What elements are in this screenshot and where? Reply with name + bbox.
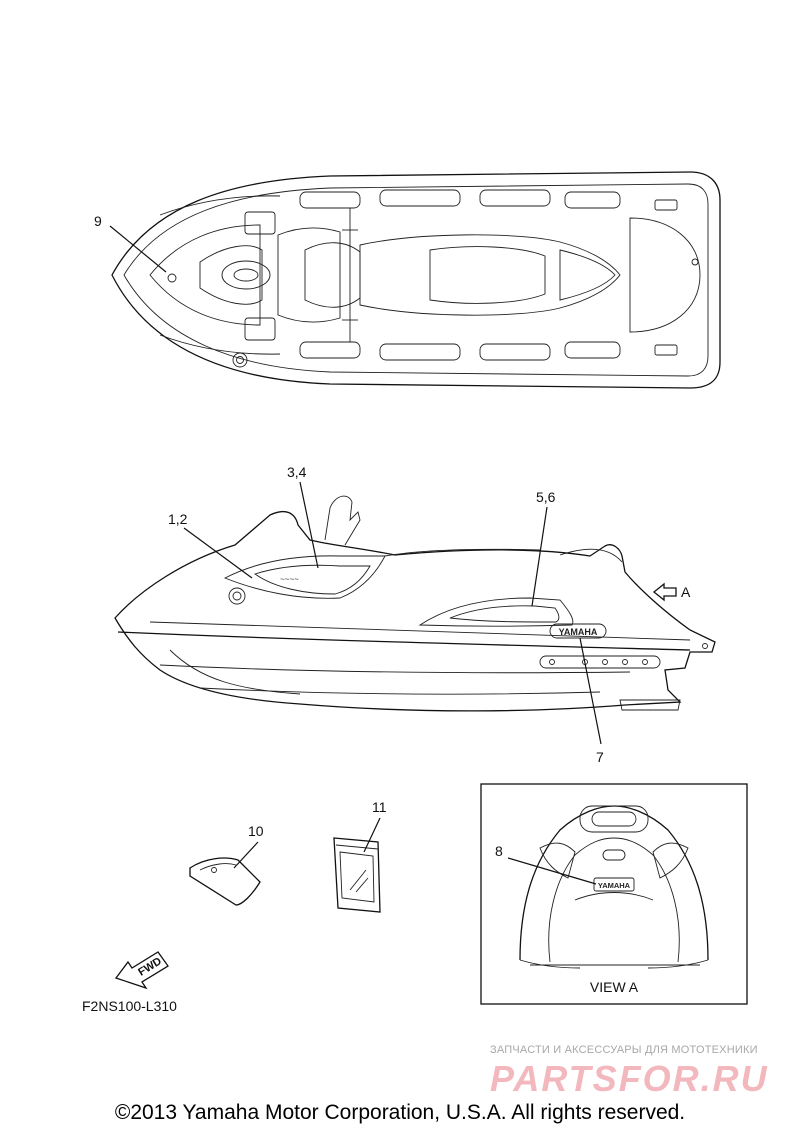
copyright-notice: ©2013 Yamaha Motor Corporation, U.S.A. A… (114, 1101, 686, 1124)
callout-11-leader (363, 817, 381, 853)
callout-3-4-leader (299, 481, 319, 569)
callout-5-6: 5,6 (531, 489, 556, 607)
callout-1-2-leader (183, 527, 253, 579)
view-a-frame (480, 783, 748, 1005)
callout-5-6-leader (531, 506, 548, 607)
fwd-arrow-label: FWD (136, 955, 164, 978)
top-view-watercraft (111, 171, 721, 389)
callout-11-label: 11 (372, 799, 387, 815)
callout-9: 9 (94, 213, 167, 273)
view-a-yamaha-badge: YAMAHA (598, 881, 631, 890)
side-yamaha-badge: YAMAHA (559, 627, 598, 637)
callout-10-leader (233, 841, 259, 869)
view-a-arrow-label: A (681, 584, 691, 600)
callout-9-leader (109, 225, 167, 273)
callout-7: 7 (579, 637, 604, 765)
callout-1-2-label: 1,2 (168, 511, 188, 527)
decal-3-4-script: ~~~~ (280, 575, 299, 584)
fwd-arrow-icon (114, 951, 169, 990)
part-11-card: 11 (333, 799, 387, 913)
watermark-caption: ЗАПЧАСТИ И АКСЕССУАРЫ ДЛЯ МОТОТЕХНИКИ (490, 1044, 758, 1056)
callout-3-4: 3,4 (287, 464, 319, 569)
view-a-arrow-icon (652, 582, 677, 602)
callout-8-leader (507, 857, 597, 885)
callout-1-2: 1,2 (168, 511, 253, 579)
view-a-arrow: A (652, 582, 691, 602)
fwd-arrow: FWD (114, 951, 169, 990)
side-view-watercraft: ~~~~ YAMAHA (114, 495, 716, 712)
callout-7-leader (579, 637, 602, 745)
watermark-logo: PARTSFOR.RU (490, 1058, 769, 1099)
view-a-label: VIEW A (590, 979, 639, 995)
callout-8-label: 8 (495, 843, 503, 859)
callout-5-6-label: 5,6 (536, 489, 556, 505)
callout-10-label: 10 (248, 823, 264, 839)
drawing-code: F2NS100-L310 (82, 998, 177, 1014)
view-a-box: YAMAHA 8 VIEW A (480, 783, 748, 1005)
callout-3-4-label: 3,4 (287, 464, 307, 480)
callout-9-label: 9 (94, 213, 102, 229)
part-10-pouch: 10 (189, 823, 264, 906)
callout-7-label: 7 (596, 749, 604, 765)
